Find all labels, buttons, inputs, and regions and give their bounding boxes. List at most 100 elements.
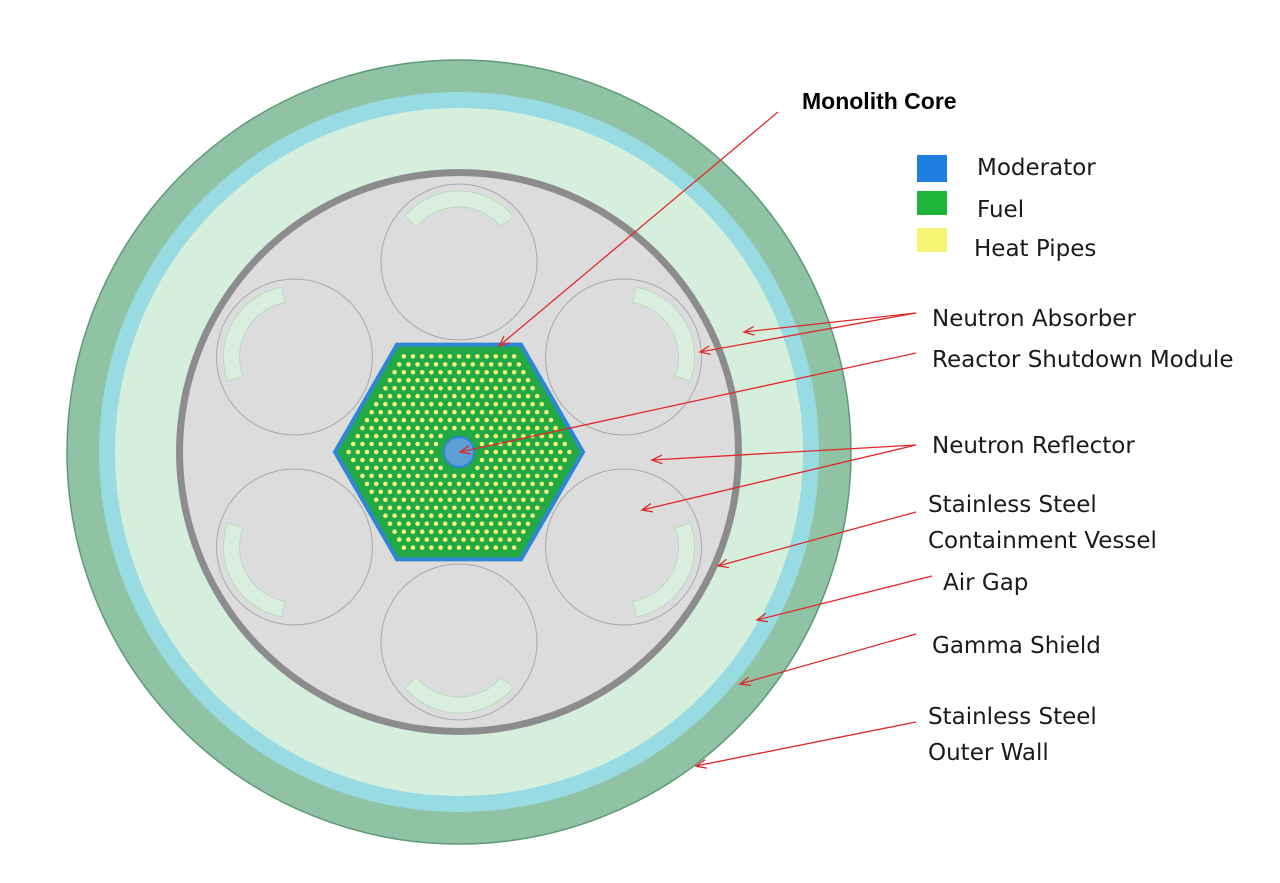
heat-pipe <box>415 393 420 399</box>
heat-pipe <box>360 425 365 431</box>
heat-pipe <box>493 465 499 471</box>
heat-pipe <box>539 449 545 455</box>
leader-neutron-absorber-1 <box>743 312 917 333</box>
heat-pipe <box>498 362 503 367</box>
heat-pipe <box>429 370 434 375</box>
heat-pipe <box>433 378 439 383</box>
heat-pipe <box>387 441 393 447</box>
heat-pipe <box>392 370 397 375</box>
heat-pipe <box>475 401 480 407</box>
heat-pipe <box>557 449 563 455</box>
heat-pipe <box>475 386 480 391</box>
heat-pipe <box>406 457 411 463</box>
heat-pipe <box>493 529 499 534</box>
heat-pipe <box>465 481 471 487</box>
neutron-absorber-arc <box>403 676 515 714</box>
heat-pipe <box>493 401 499 407</box>
heat-pipe <box>511 513 517 518</box>
heat-pipe <box>511 529 517 534</box>
heat-pipe <box>534 505 540 511</box>
heat-pipe <box>493 481 499 487</box>
heat-pipe <box>369 425 374 431</box>
legend-label-heat-pipes: Heat Pipes <box>974 236 1096 262</box>
heat-pipe <box>502 529 508 534</box>
heat-pipe <box>424 457 430 463</box>
heat-pipe <box>447 370 453 375</box>
heat-pipe <box>548 465 554 471</box>
heat-pipe <box>516 521 522 526</box>
heat-pipe <box>396 393 402 399</box>
heat-pipe <box>465 417 471 423</box>
neutron-absorber-arc <box>632 286 696 382</box>
heat-pipe <box>373 433 379 439</box>
heat-pipe <box>479 457 485 463</box>
arrowhead <box>698 345 711 356</box>
heat-pipe <box>419 354 425 359</box>
legend-swatch-fuel <box>917 191 947 215</box>
heat-pipe <box>479 425 485 431</box>
label-outer-wall-line2: Outer Wall <box>928 740 1049 766</box>
heat-pipe <box>424 521 430 526</box>
heat-pipe <box>525 393 531 399</box>
heat-pipe <box>479 505 485 511</box>
heat-pipe <box>548 449 554 455</box>
heat-pipe <box>479 393 485 399</box>
heat-pipe <box>392 529 397 534</box>
heat-pipe <box>452 473 457 479</box>
heat-pipe <box>424 441 430 447</box>
heat-pipe <box>406 537 411 542</box>
arrowhead <box>755 612 769 623</box>
heat-pipe <box>438 354 443 359</box>
heat-pipe <box>525 409 531 415</box>
heat-pipe <box>470 362 476 367</box>
heat-pipe <box>438 481 443 487</box>
label-gamma-shield: Gamma Shield <box>932 633 1101 659</box>
heat-pipe <box>479 409 485 415</box>
heat-pipe <box>364 465 370 471</box>
heat-pipe <box>378 393 384 399</box>
neutron-absorber-arc <box>222 522 286 618</box>
heat-pipe <box>484 529 489 534</box>
heat-pipe <box>502 417 508 423</box>
heat-pipe <box>534 473 540 479</box>
heat-pipe <box>401 401 407 407</box>
heat-pipe <box>392 465 397 471</box>
arrowhead <box>742 326 755 336</box>
heat-pipe <box>438 370 443 375</box>
heat-pipe <box>475 465 480 471</box>
heat-pipe <box>534 425 540 431</box>
heat-pipe <box>410 513 416 518</box>
leader-neutron-reflector-2 <box>641 444 917 511</box>
heat-pipe <box>442 537 448 542</box>
heat-pipe <box>346 449 351 455</box>
heat-pipe <box>433 425 439 431</box>
heat-pipe <box>498 505 503 511</box>
arrowhead <box>650 454 663 465</box>
heat-pipe <box>488 521 494 526</box>
heat-pipe <box>557 433 563 439</box>
heat-pipe <box>475 417 480 423</box>
heat-pipe <box>452 537 457 542</box>
arrowhead <box>497 335 510 348</box>
heat-pipe <box>525 473 531 479</box>
heat-pipe <box>429 417 434 423</box>
heat-pipe <box>396 489 402 495</box>
heat-pipe <box>401 529 407 534</box>
heat-pipe <box>475 370 480 375</box>
heat-pipe <box>516 425 522 431</box>
heat-pipe <box>383 417 388 423</box>
heat-pipe <box>406 409 411 415</box>
heat-pipe <box>442 505 448 511</box>
heat-pipe <box>456 370 462 375</box>
heat-pipe <box>530 386 535 391</box>
heat-pipe <box>438 417 443 423</box>
heat-pipe <box>525 457 531 463</box>
heat-pipe <box>534 489 540 495</box>
heat-pipe <box>521 449 526 455</box>
heat-pipe <box>484 370 489 375</box>
heat-pipe <box>406 441 411 447</box>
heat-pipe <box>364 449 370 455</box>
label-neutron-absorber: Neutron Absorber <box>932 306 1136 332</box>
heat-pipe <box>507 537 512 542</box>
